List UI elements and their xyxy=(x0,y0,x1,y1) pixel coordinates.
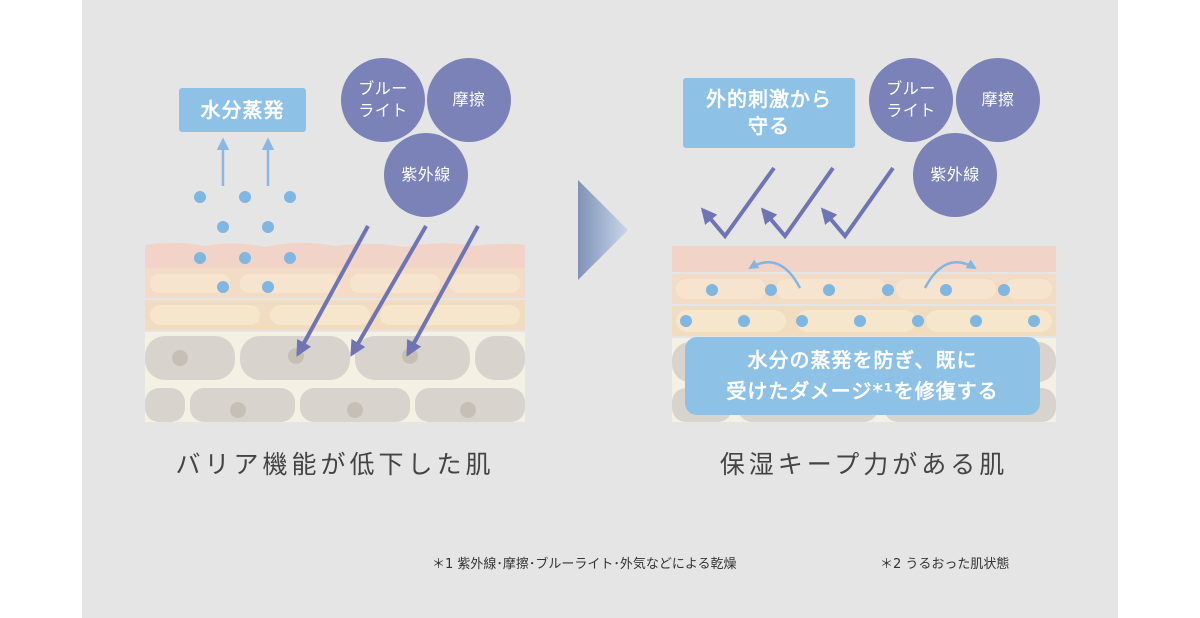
footnote-2: ＊2 うるおった肌状態 xyxy=(880,557,1010,572)
right-stress-bubbles xyxy=(869,58,1040,217)
evaporation-label: 水分蒸発 xyxy=(200,98,285,122)
protect-box xyxy=(683,78,855,148)
left-bubble-friction: 摩擦 xyxy=(452,90,486,109)
footnote-1: ＊1 紫外線･摩擦･ブルーライト･外気などによる乾燥 xyxy=(432,557,737,572)
left-skin-layers xyxy=(145,242,525,422)
right-bubble-blue-light-text: ブルー ライト xyxy=(886,79,936,120)
right-caption: 保湿キープ力がある肌 xyxy=(719,450,1009,479)
right-bubble-friction: 摩擦 xyxy=(981,90,1015,109)
left-caption: バリア機能が低下した肌 xyxy=(175,450,495,479)
protect-label: 外的刺激から 守る xyxy=(706,87,832,138)
repair-message: 水分の蒸発を防ぎ、既に 受けたダメージ*¹を修復する xyxy=(726,348,999,403)
right-bubble-uv: 紫外線 xyxy=(930,165,980,184)
transition-arrow-icon xyxy=(578,180,628,280)
evaporation-box xyxy=(179,88,306,132)
left-bubble-blue-light: ブルー ライト xyxy=(341,78,425,122)
left-bubble-uv: 紫外線 xyxy=(401,165,451,184)
right-moisture-dots xyxy=(680,284,1040,327)
deflection-arrows xyxy=(700,166,895,240)
damage-arrows xyxy=(296,224,480,357)
repair-message-box xyxy=(685,337,1040,415)
left-moisture-dots xyxy=(194,191,296,293)
right-bubble-blue-light: ブルー ライト xyxy=(869,78,953,122)
retention-arrows xyxy=(748,259,977,289)
left-bubble-blue-light-text: ブルー ライト xyxy=(358,79,408,120)
left-stress-bubbles xyxy=(341,58,511,217)
evaporation-arrows xyxy=(216,137,275,186)
